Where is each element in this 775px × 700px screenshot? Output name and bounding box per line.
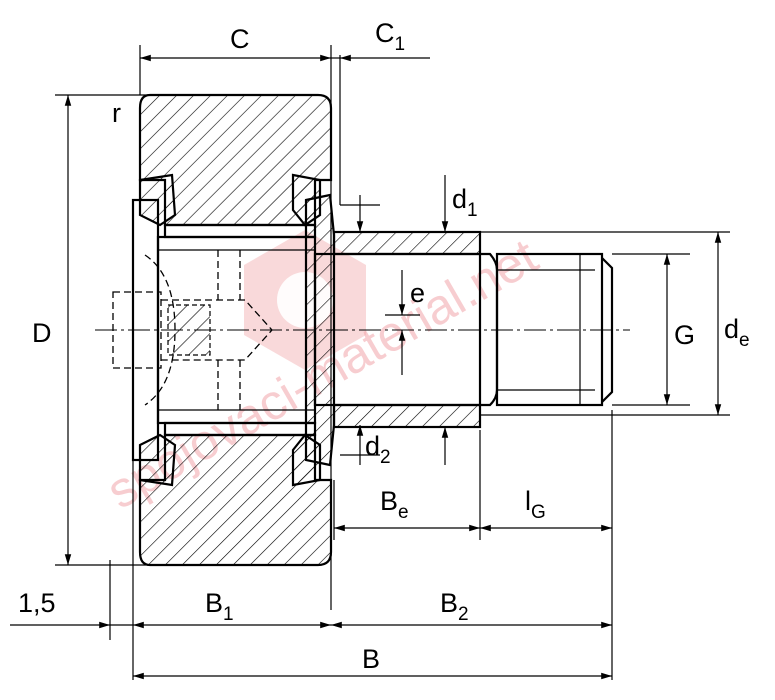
dimension-labels: C C1 r D d1 d2 e G de Be lG 1,5 B1 B2 B [18,18,750,674]
label-r: r [112,98,121,128]
label-e: e [410,278,425,308]
label-b: B [362,644,380,674]
label-g: G [674,320,695,350]
label-de: de [724,314,750,351]
label-d2: d2 [365,431,391,468]
label-c1: C1 [375,18,405,55]
label-1-5: 1,5 [18,588,56,618]
eccentric-collar [313,230,482,429]
label-d-outer: D [32,318,52,348]
label-b2: B2 [440,588,469,625]
dimension-lines [10,45,730,680]
label-b1: B1 [205,588,234,625]
label-be: Be [380,486,409,523]
label-c: C [230,24,250,54]
label-d1: d1 [452,184,478,221]
label-lg: lG [525,486,546,523]
